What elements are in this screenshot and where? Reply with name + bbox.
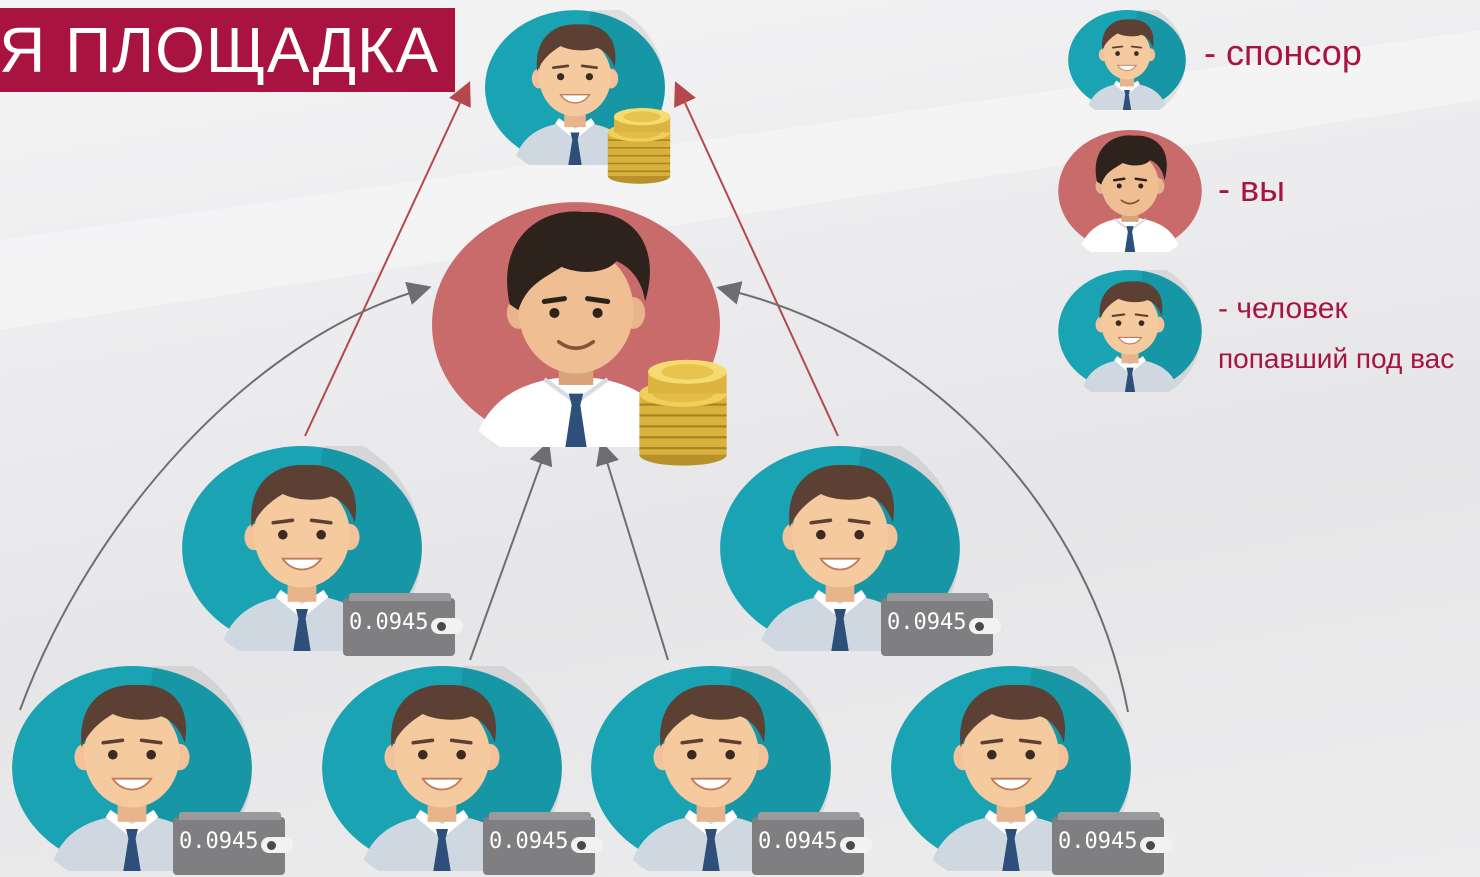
legend-sponsor-label: - спонсор: [1204, 32, 1362, 73]
person-avatar-icon: [1058, 130, 1202, 252]
wallet-value: 0.0945: [349, 610, 429, 635]
legend-person-label-line1: - человек: [1218, 292, 1348, 325]
page-title: Я ПЛОЩАДКА: [0, 14, 439, 86]
wallet-icon: 0.0945: [752, 812, 872, 875]
legend-you-label: - вы: [1218, 168, 1285, 209]
person-avatar-icon: [1058, 270, 1202, 392]
wallet-icon: 0.0945: [343, 593, 463, 656]
coin-stack-icon: [600, 100, 678, 193]
you-avatar: [432, 202, 720, 447]
legend-person-avatar: [1058, 270, 1202, 392]
arrow-bottom-left-to-you: [19, 281, 432, 711]
wallet-value: 0.0945: [489, 829, 569, 854]
title-banner: Я ПЛОЩАДКА: [0, 8, 455, 92]
arrow-right-to-sponsor: [674, 81, 839, 437]
wallet-icon: 0.0945: [881, 593, 1001, 656]
arrow-mid-left-to-you: [469, 440, 553, 661]
legend-you-avatar: [1058, 130, 1202, 252]
wallet-value: 0.0945: [758, 829, 838, 854]
person-avatar-icon: [432, 202, 720, 447]
arrow-bottom-right-to-you: [716, 281, 1129, 713]
wallet-value: 0.0945: [1058, 829, 1138, 854]
wallet-icon: 0.0945: [1052, 812, 1172, 875]
wallet-icon: 0.0945: [483, 812, 603, 875]
legend-sponsor-avatar: [1068, 10, 1186, 110]
wallet-value: 0.0945: [179, 829, 259, 854]
legend-person-label-line2: попавший под вас: [1218, 343, 1455, 374]
arrow-mid-right-to-you: [596, 440, 669, 661]
person-avatar-icon: [1068, 10, 1186, 110]
wallet-icon: 0.0945: [173, 812, 293, 875]
arrow-left-to-sponsor: [304, 81, 471, 437]
wallet-value: 0.0945: [887, 610, 967, 635]
